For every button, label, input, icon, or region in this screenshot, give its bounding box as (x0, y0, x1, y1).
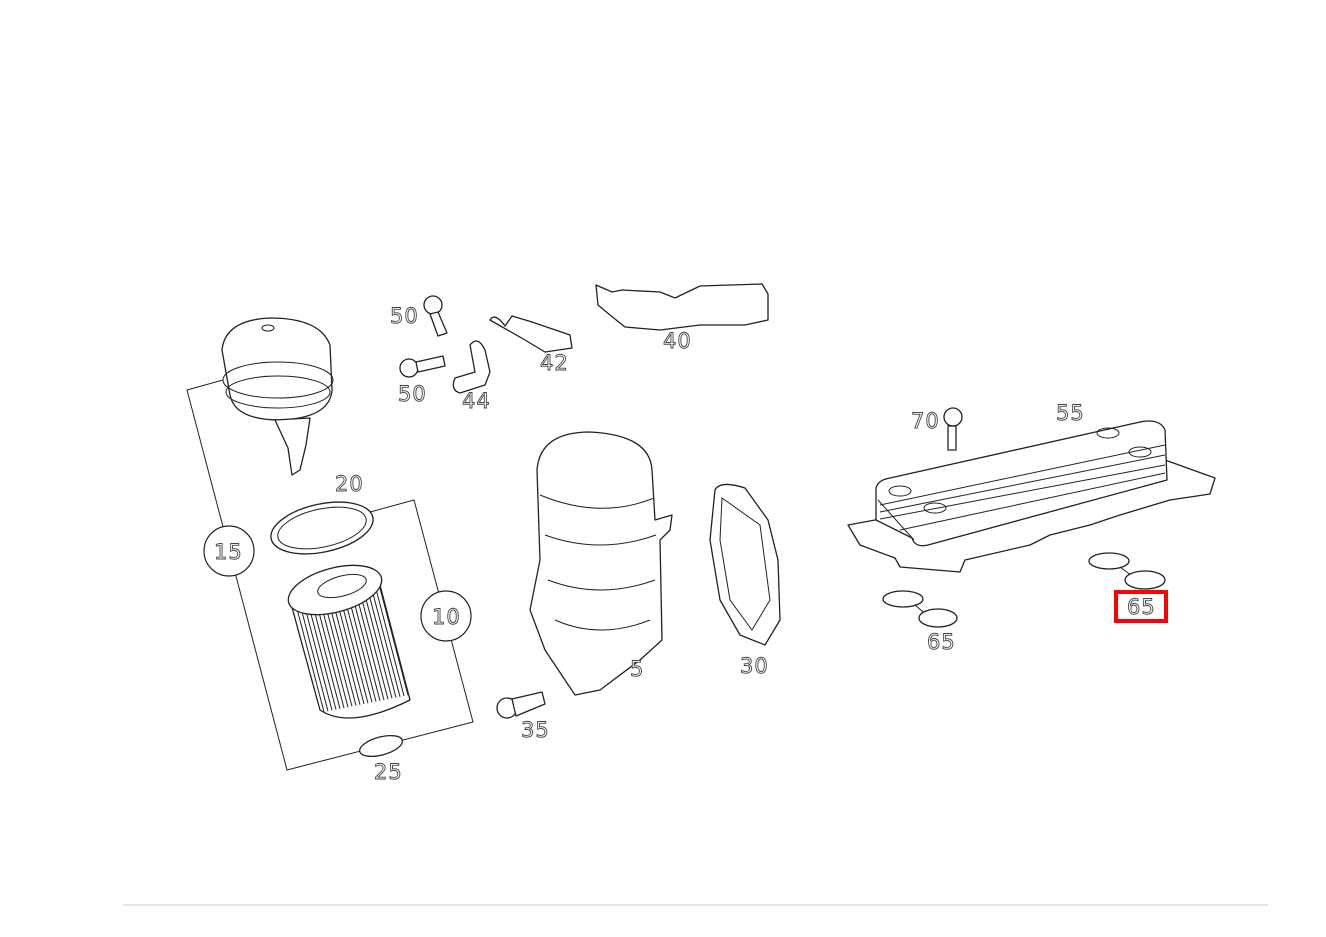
filter-pleat (339, 596, 369, 704)
filter-pleat (315, 600, 345, 709)
filter-pleat (343, 595, 373, 703)
callout-circle-10 (420, 590, 472, 642)
label-70[interactable]: 70 (911, 409, 940, 434)
part-15-filter-cap[interactable] (221, 317, 334, 476)
filter-pleat (327, 598, 357, 706)
label-44[interactable]: 44 (462, 389, 491, 414)
part-44-bracket[interactable] (452, 340, 491, 394)
part-65-seal-left[interactable] (882, 590, 958, 628)
part-65-seal-right[interactable] (1088, 552, 1166, 590)
part-55-oil-cooler[interactable] (847, 420, 1216, 573)
filter-pleat (307, 602, 337, 710)
filter-pleat (323, 599, 353, 707)
label-20[interactable]: 20 (335, 472, 364, 497)
filter-pleat (371, 589, 401, 697)
filter-pleat (299, 604, 329, 712)
filter-pleat (295, 604, 325, 713)
label-40[interactable]: 40 (663, 329, 692, 354)
label-65-left[interactable]: 65 (927, 630, 956, 655)
filter-pleat (331, 597, 361, 705)
filter-pleat (367, 590, 397, 698)
filter-pleat (359, 592, 389, 700)
label-30[interactable]: 30 (740, 654, 769, 679)
filter-pleat (379, 588, 409, 696)
part-25-seal[interactable] (357, 732, 404, 761)
filter-pleat (347, 594, 377, 702)
part-35-bolt[interactable] (496, 691, 546, 719)
label-42[interactable]: 42 (540, 351, 569, 376)
label-5[interactable]: 5 (630, 657, 644, 682)
filter-pleat (375, 588, 405, 697)
label-25[interactable]: 25 (374, 760, 403, 785)
part-50-bolt-upper[interactable] (423, 295, 448, 337)
part-70-bolt[interactable] (943, 407, 963, 451)
label-15[interactable]: 15 (214, 540, 243, 565)
highlight-box-65 (1114, 590, 1168, 623)
part-10-filter-element[interactable] (283, 556, 411, 719)
label-10[interactable]: 10 (432, 605, 461, 630)
part-5-oil-filter-housing[interactable] (529, 431, 673, 696)
filter-pleat (335, 596, 365, 705)
part-50-bolt-lower[interactable] (399, 355, 446, 378)
label-50-upper[interactable]: 50 (390, 304, 419, 329)
label-50-lower[interactable]: 50 (398, 382, 427, 407)
part-40-bracket[interactable] (595, 283, 769, 331)
filter-pleat (311, 601, 341, 709)
callout-circle-15 (203, 525, 255, 577)
filter-pleat (351, 593, 381, 701)
label-35[interactable]: 35 (521, 718, 550, 743)
filter-pleat (355, 592, 385, 701)
filter-pleat (303, 603, 333, 711)
filter-pleat (319, 600, 349, 708)
part-42-bracket[interactable] (489, 315, 573, 353)
filter-pleat (363, 591, 393, 699)
part-20-o-ring[interactable] (266, 494, 378, 563)
label-65-highlighted[interactable]: 65 (1127, 595, 1156, 620)
label-55[interactable]: 55 (1056, 401, 1085, 426)
part-30-gasket[interactable] (709, 483, 781, 646)
